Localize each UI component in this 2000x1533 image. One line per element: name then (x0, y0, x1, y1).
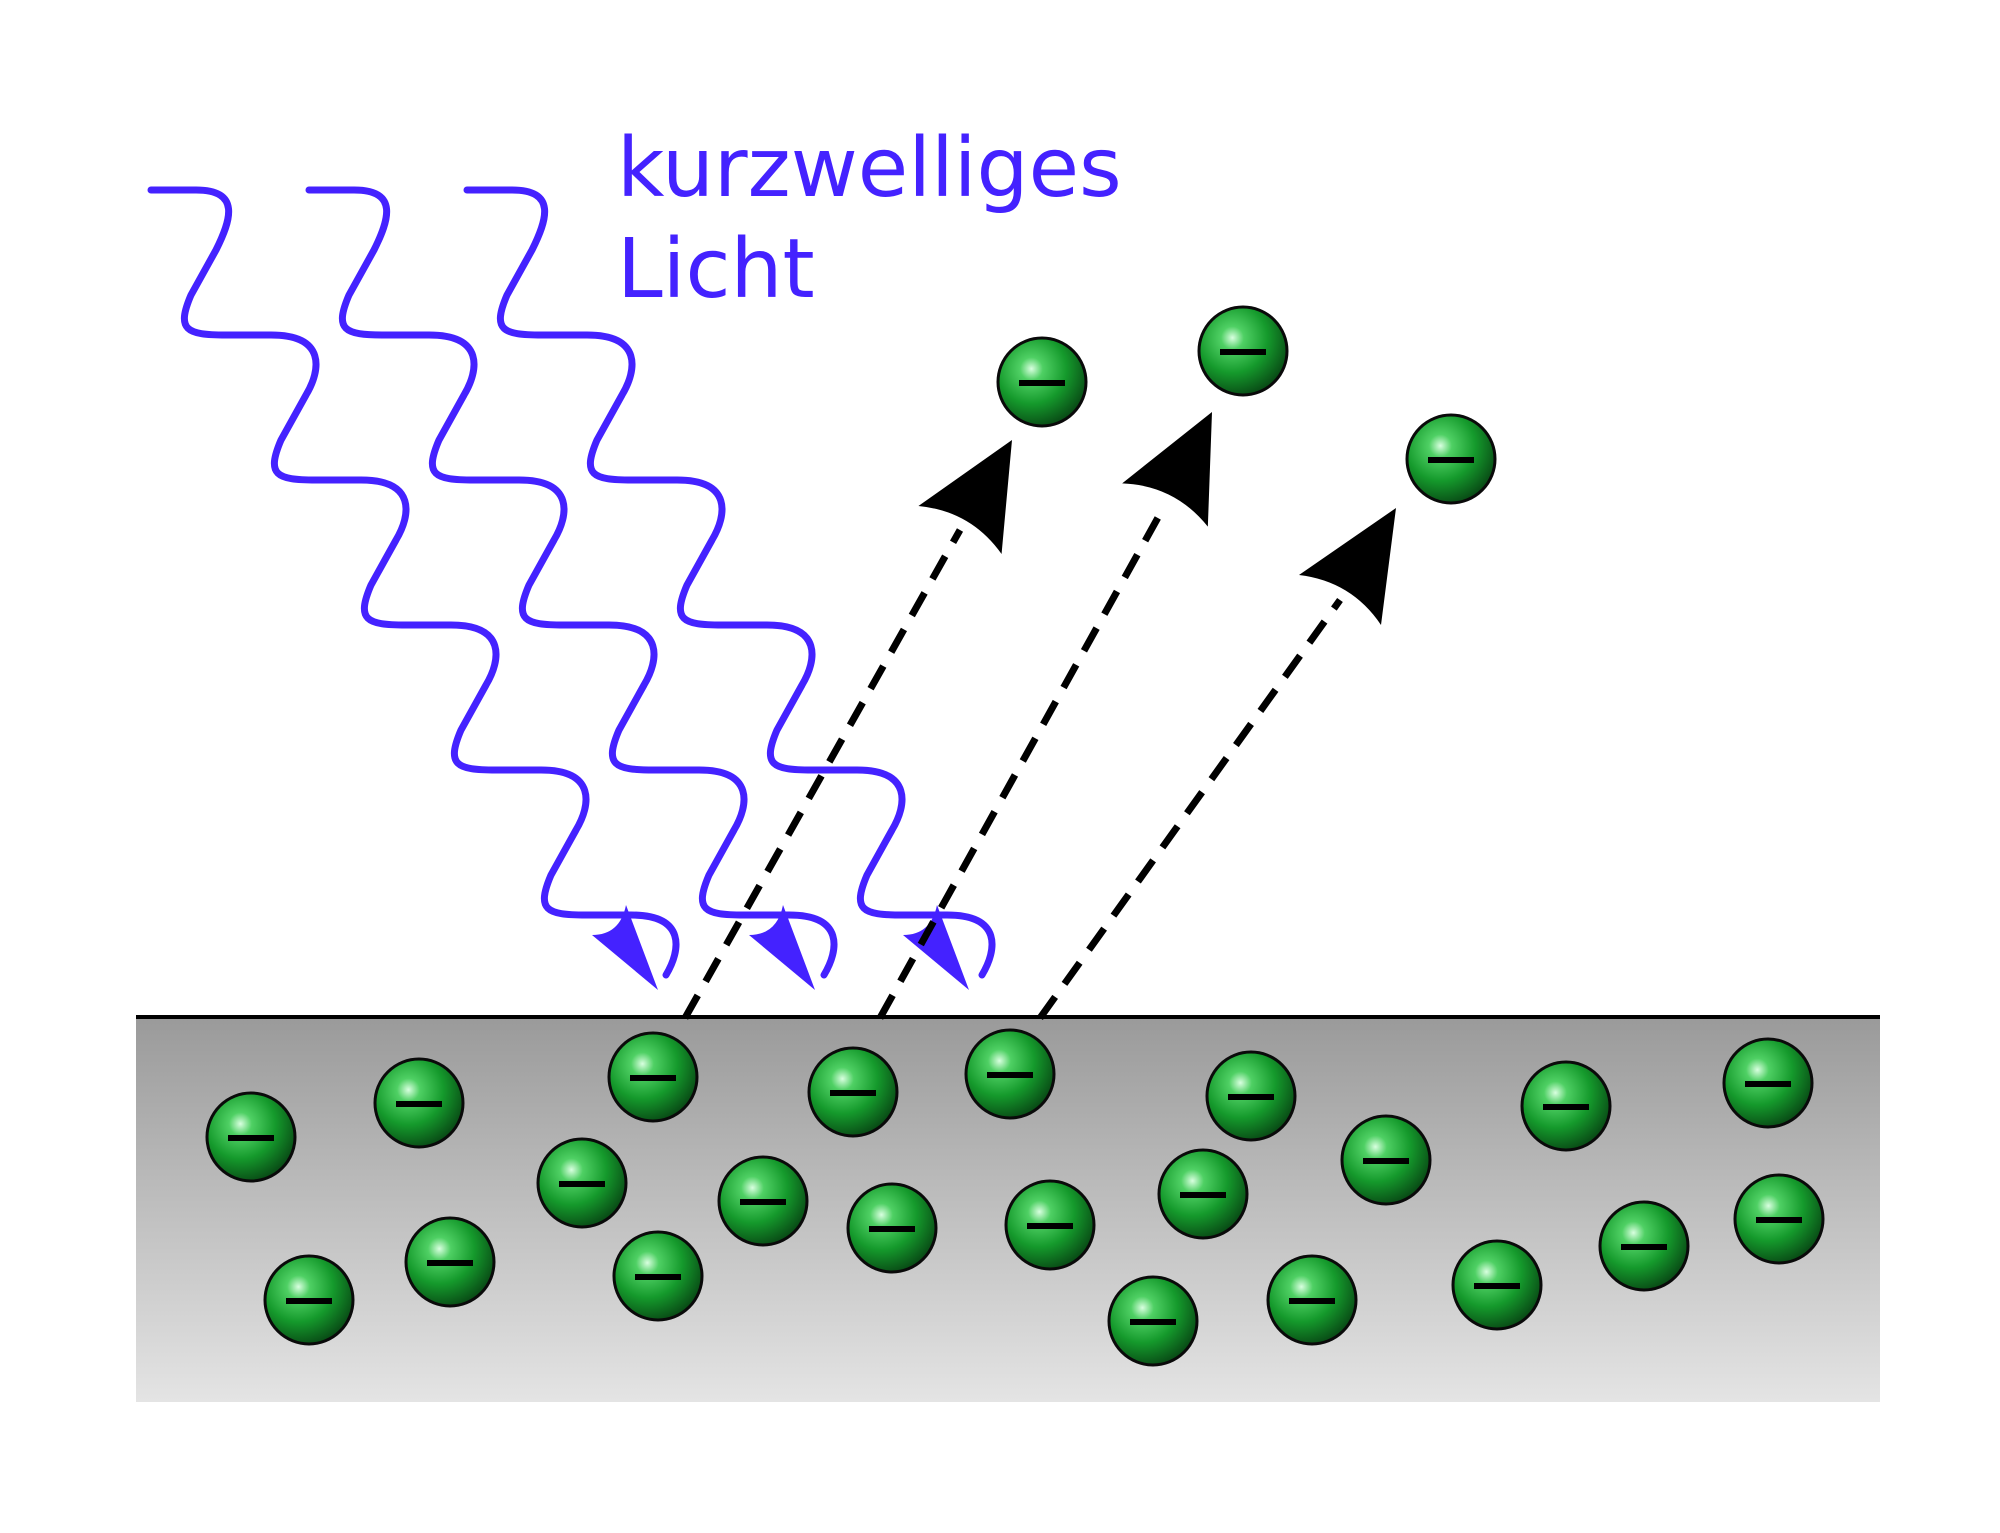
electron-minus-icon (427, 1260, 473, 1266)
metal-electron-7 (1520, 1060, 1612, 1152)
electron-minus-icon (1428, 457, 1474, 463)
electron-minus-icon (559, 1181, 605, 1187)
electron-minus-icon (869, 1226, 915, 1232)
electron-minus-icon (1027, 1223, 1073, 1229)
electron-minus-icon (1745, 1081, 1791, 1087)
metal-electron-22 (1598, 1200, 1690, 1292)
light-arrowhead-1 (592, 905, 658, 990)
metal-electron-5 (964, 1028, 1056, 1120)
electron-minus-icon (630, 1075, 676, 1081)
electron-minus-icon (286, 1298, 332, 1304)
electron-minus-icon (1228, 1094, 1274, 1100)
electron-minus-icon (1543, 1104, 1589, 1110)
metal-electron-20 (1266, 1254, 1358, 1346)
light-wave-3 (463, 186, 996, 979)
electron-minus-icon (1363, 1158, 1409, 1164)
electron-minus-icon (1474, 1283, 1520, 1289)
ejection-path-3 (1037, 597, 1343, 1021)
metal-electron-14 (1340, 1114, 1432, 1206)
electron-minus-icon (987, 1072, 1033, 1078)
metal-electron-4 (807, 1046, 899, 1138)
ejection-path-1 (681, 528, 964, 1020)
metal-electron-10 (717, 1155, 809, 1247)
metal-electron-13 (1157, 1148, 1249, 1240)
metal-electron-19 (1107, 1275, 1199, 1367)
light-arrowhead-3 (903, 905, 969, 990)
electron-minus-icon (1130, 1319, 1176, 1325)
electron-minus-icon (830, 1090, 876, 1096)
ejected-electron-2 (1197, 305, 1289, 397)
metal-electron-17 (404, 1216, 496, 1308)
electron-minus-icon (228, 1135, 274, 1141)
ejection-arrowhead-3 (1298, 508, 1396, 625)
light-label-line-2: Licht (617, 222, 815, 317)
electron-minus-icon (635, 1274, 681, 1280)
metal-electron-12 (1004, 1179, 1096, 1271)
ejection-path-2 (876, 503, 1169, 1020)
electron-minus-icon (1289, 1298, 1335, 1304)
electron-minus-icon (1756, 1217, 1802, 1223)
metal-electron-18 (612, 1230, 704, 1322)
electron-minus-icon (1621, 1244, 1667, 1250)
electron-minus-icon (1019, 380, 1065, 386)
metal-electron-16 (263, 1254, 355, 1346)
ejection-arrowhead-2 (1122, 412, 1212, 527)
metal-electron-11 (846, 1182, 938, 1274)
light-label: kurzwelliges Licht (617, 118, 1122, 320)
light-wave-2 (305, 186, 838, 979)
ejected-electron-3 (1405, 413, 1497, 505)
metal-electron-8 (1722, 1037, 1814, 1129)
electron-minus-icon (1220, 349, 1266, 355)
metal-electron-2 (373, 1057, 465, 1149)
light-wave-1 (147, 186, 680, 979)
electron-minus-icon (1180, 1192, 1226, 1198)
metal-electron-21 (1451, 1239, 1543, 1331)
electron-minus-icon (740, 1199, 786, 1205)
metal-electron-15 (1733, 1173, 1825, 1265)
metal-electron-9 (536, 1137, 628, 1229)
metal-electron-1 (205, 1091, 297, 1183)
metal-electron-6 (1205, 1050, 1297, 1142)
metal-electron-3 (607, 1031, 699, 1123)
light-arrowhead-2 (749, 905, 815, 990)
electron-minus-icon (396, 1101, 442, 1107)
light-label-line-1: kurzwelliges (617, 121, 1122, 216)
ejected-electron-1 (996, 336, 1088, 428)
ejection-arrowhead-1 (918, 440, 1012, 555)
